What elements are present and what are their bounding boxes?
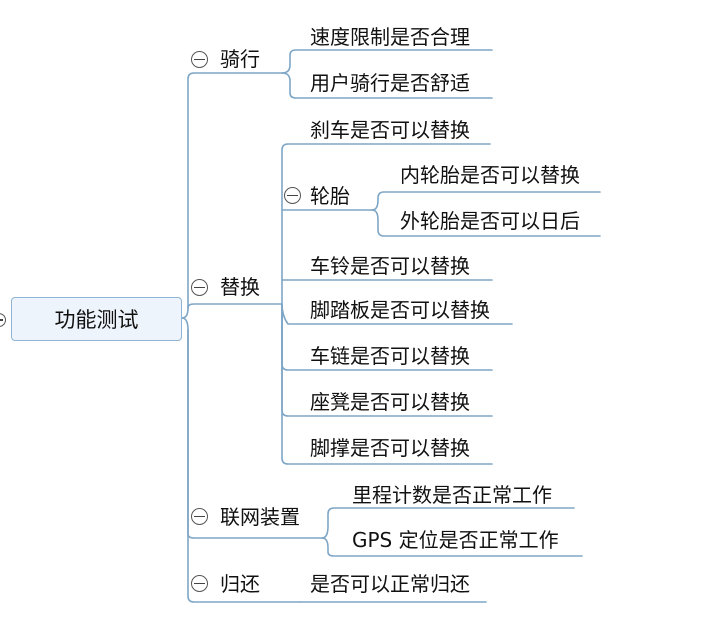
branch-replace[interactable]: 替换	[220, 275, 260, 299]
collapse-replace-icon[interactable]	[191, 279, 208, 296]
leaf-replace-0[interactable]: 刹车是否可以替换	[310, 118, 470, 142]
leaf-replace-3[interactable]: 车链是否可以替换	[310, 344, 470, 368]
branch-return[interactable]: 归还	[220, 572, 260, 596]
root-node[interactable]: 功能测试	[11, 297, 182, 341]
leaf-replace-5[interactable]: 脚撑是否可以替换	[310, 436, 470, 460]
leaf-return-0[interactable]: 是否可以正常归还	[310, 572, 470, 596]
root-label: 功能测试	[54, 308, 139, 332]
leaf-network-1[interactable]: GPS 定位是否正常工作	[352, 528, 559, 552]
branch-tire[interactable]: 轮胎	[310, 184, 350, 208]
leaf-tire-1[interactable]: 外轮胎是否可以日后	[400, 209, 580, 233]
collapse-network-icon[interactable]	[191, 508, 208, 525]
leaf-replace-4[interactable]: 座凳是否可以替换	[310, 390, 470, 414]
leaf-tire-0[interactable]: 内轮胎是否可以替换	[400, 163, 580, 187]
leaf-replace-1[interactable]: 车铃是否可以替换	[310, 254, 470, 278]
leaf-network-0[interactable]: 里程计数是否正常工作	[352, 483, 552, 507]
leaf-riding-1[interactable]: 用户骑行是否舒适	[310, 71, 470, 95]
branch-riding[interactable]: 骑行	[220, 47, 260, 71]
collapse-riding-icon[interactable]	[191, 51, 208, 68]
leaf-replace-2[interactable]: 脚踏板是否可以替换	[310, 298, 490, 322]
branch-network[interactable]: 联网装置	[220, 505, 300, 529]
leaf-riding-0[interactable]: 速度限制是否合理	[310, 25, 470, 49]
collapse-return-icon[interactable]	[191, 575, 208, 592]
collapse-tire-icon[interactable]	[284, 187, 301, 204]
